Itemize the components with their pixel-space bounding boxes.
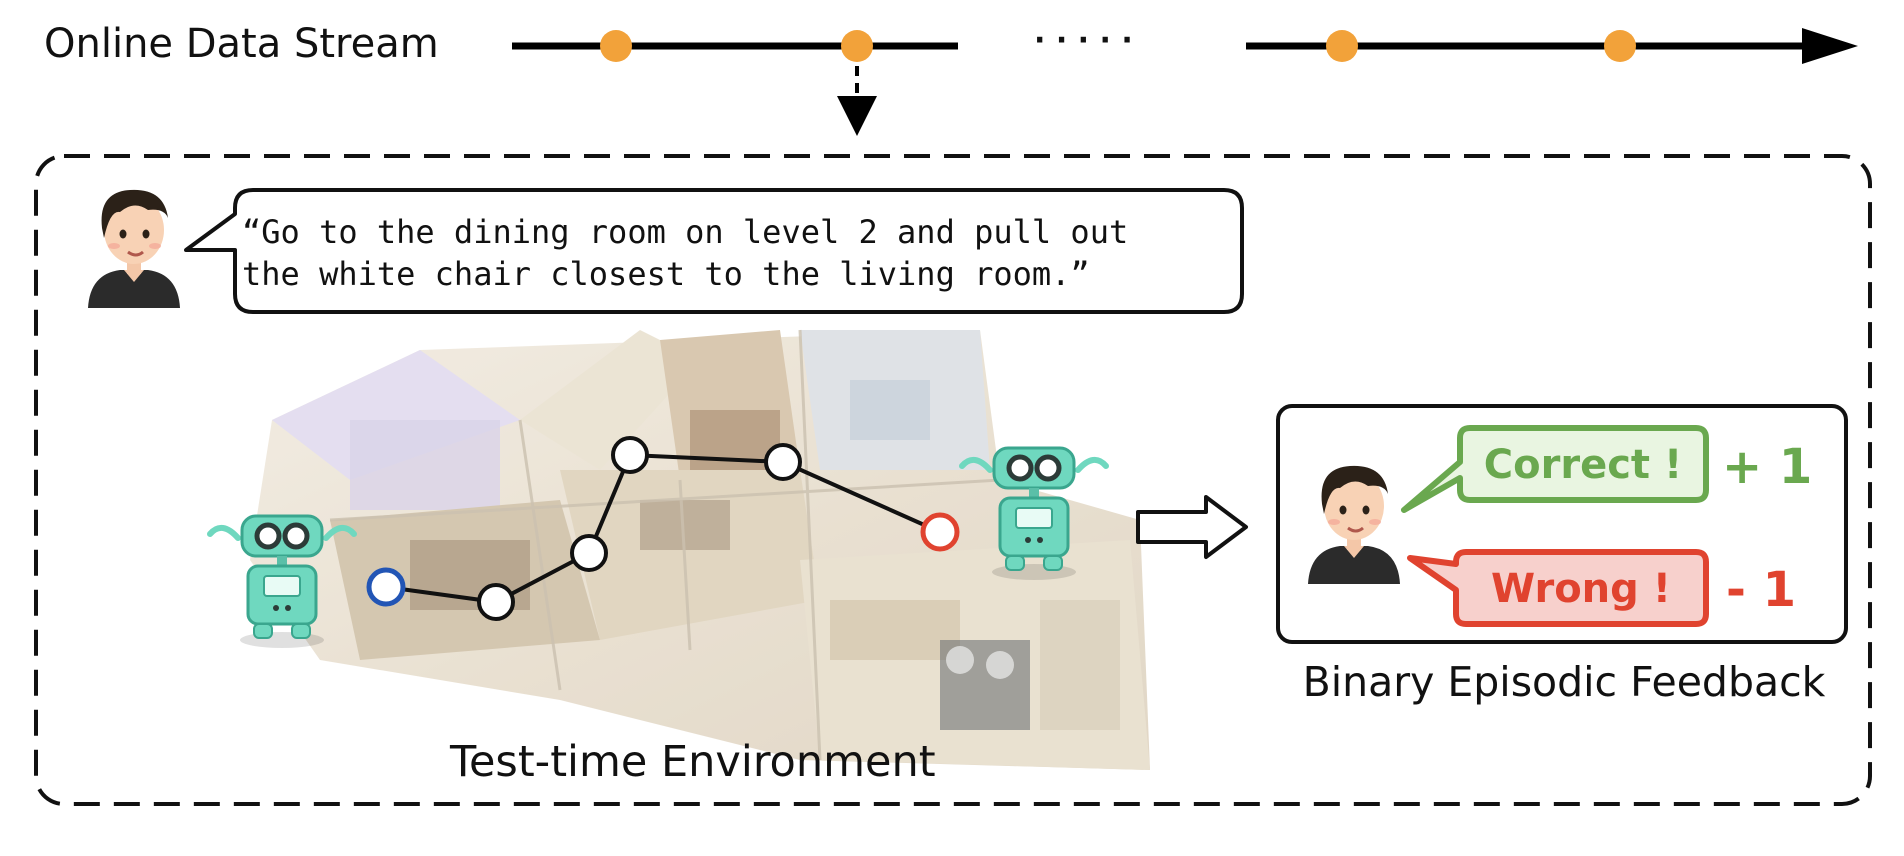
feedback-user-avatar xyxy=(1308,465,1400,584)
hollow-arrow-icon xyxy=(1136,495,1248,559)
waypoint-node[interactable] xyxy=(764,443,802,481)
navigation-path xyxy=(366,436,960,621)
robot-icon xyxy=(207,514,357,648)
wrong-bubble xyxy=(1407,549,1709,627)
stream-dot[interactable] xyxy=(600,30,632,62)
house-environment-image xyxy=(250,329,1150,770)
stream-label: Online Data Stream xyxy=(44,21,439,67)
stream-dot[interactable] xyxy=(1604,30,1636,62)
wrong-score: - 1 xyxy=(1726,562,1796,618)
correct-bubble xyxy=(1401,425,1709,513)
start-node[interactable] xyxy=(366,567,406,607)
waypoint-node[interactable] xyxy=(477,583,515,621)
waypoint-node[interactable] xyxy=(611,436,649,474)
goal-node[interactable] xyxy=(920,512,960,552)
robot-icon xyxy=(959,446,1109,580)
instruction-text-line-2: the white chair closest to the living ro… xyxy=(242,255,1090,293)
stream-ellipsis: · · · · · xyxy=(1034,23,1133,58)
stream-dot-selected[interactable] xyxy=(841,30,873,62)
correct-label: Correct ! xyxy=(1484,442,1682,488)
instruction-bubble xyxy=(184,188,1244,314)
correct-score: + 1 xyxy=(1722,439,1812,495)
feedback-title: Binary Episodic Feedback xyxy=(1303,658,1826,706)
stream-dot[interactable] xyxy=(1326,30,1358,62)
instruction-text-line-1: “Go to the dining room on level 2 and pu… xyxy=(242,213,1128,251)
instructor-avatar xyxy=(88,189,180,308)
episode-frame xyxy=(34,154,1872,806)
stream-timeline: · · · · · xyxy=(512,23,1858,64)
stream-arrow-head xyxy=(1802,28,1858,64)
waypoint-node[interactable] xyxy=(570,534,608,572)
wrong-label: Wrong ! xyxy=(1491,566,1671,612)
environment-label: Test-time Environment xyxy=(449,737,936,787)
